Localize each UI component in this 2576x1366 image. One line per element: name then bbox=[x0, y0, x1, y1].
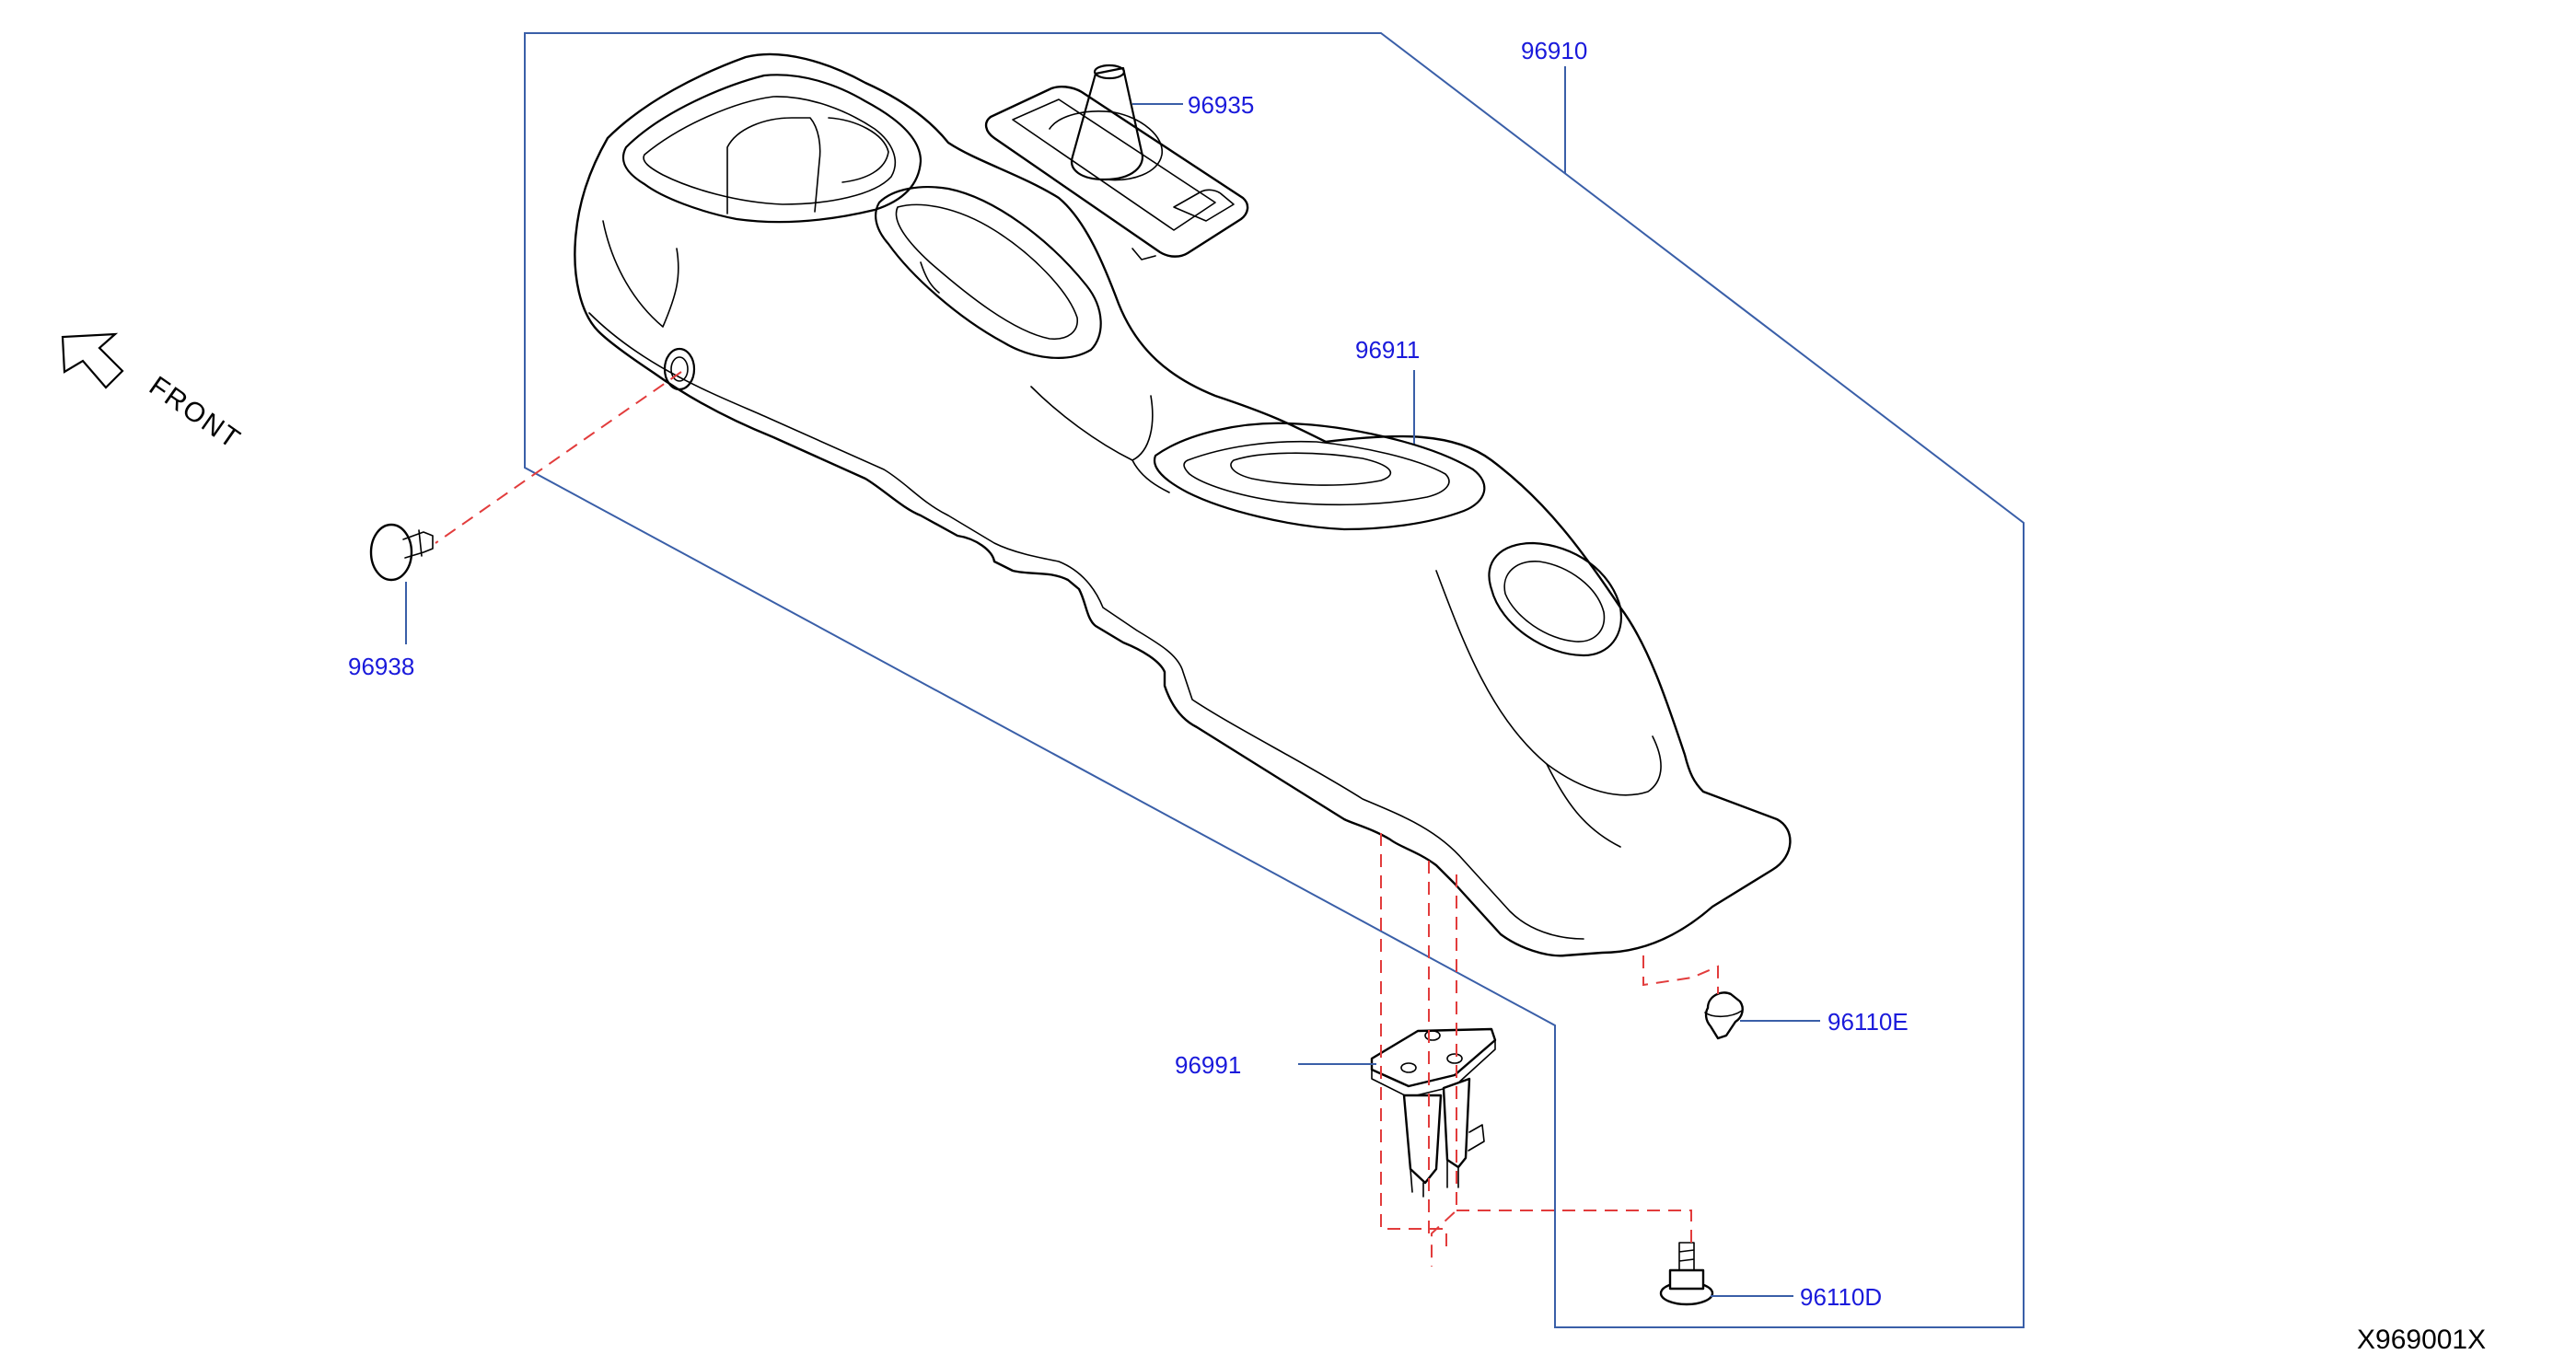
bracket-top-plate bbox=[1370, 1027, 1497, 1088]
callout-96935: 96935 bbox=[1188, 91, 1254, 119]
front-lower-contour bbox=[1546, 763, 1621, 848]
bolt-d-head bbox=[1668, 1268, 1705, 1291]
rear-cupholder-rim bbox=[621, 74, 922, 224]
callout-96110D: 96110D bbox=[1800, 1283, 1882, 1311]
shift-boot-plate bbox=[984, 85, 1249, 258]
shift-boot-ring bbox=[1049, 110, 1163, 181]
callout-96910: 96910 bbox=[1521, 37, 1587, 64]
dashed-assembly-lines bbox=[435, 371, 1719, 1267]
bracket-part bbox=[1370, 1027, 1497, 1198]
side-contour-2 bbox=[1131, 459, 1170, 493]
center-tray-rim bbox=[875, 186, 1102, 359]
clip-e-flange bbox=[1704, 1010, 1743, 1018]
callout-96911: 96911 bbox=[1355, 336, 1420, 364]
front-label: FRONT bbox=[144, 371, 247, 456]
bracket-side-flange bbox=[1468, 1124, 1485, 1152]
bracket-hole-3 bbox=[1424, 1030, 1441, 1041]
bracket-top-plate-edge bbox=[1371, 1039, 1496, 1098]
dashed-line-bracket-left bbox=[1380, 833, 1447, 1252]
clip-e-part bbox=[1704, 991, 1744, 1040]
bracket-hole-2 bbox=[1446, 1053, 1463, 1064]
bracket-hole-1 bbox=[1400, 1062, 1417, 1073]
dashed-line-clip bbox=[435, 371, 682, 544]
shift-boot-part bbox=[984, 64, 1249, 260]
console-body-inner-edge bbox=[588, 312, 1584, 940]
bolt-d-part bbox=[1659, 1242, 1714, 1306]
mounting-hole-inner bbox=[670, 356, 689, 382]
diagram-code: X969001X bbox=[2357, 1325, 2486, 1355]
front-cupholder-inner bbox=[1503, 561, 1606, 642]
clip-shank-ring bbox=[418, 529, 423, 557]
bolt-d-shank bbox=[1678, 1242, 1695, 1271]
mounting-hole bbox=[663, 347, 696, 391]
console-body-part bbox=[574, 52, 1792, 957]
assembly-group-outline bbox=[524, 32, 2025, 1328]
clip-shank bbox=[402, 531, 434, 559]
front-side-contour bbox=[1435, 570, 1662, 796]
rear-cupholder-inner bbox=[643, 96, 897, 205]
front-bin-rim bbox=[1153, 422, 1486, 531]
bracket-feet bbox=[1410, 1159, 1459, 1198]
front-cupholder-rim bbox=[1488, 541, 1622, 657]
bracket-legs bbox=[1402, 1094, 1443, 1185]
front-indicator: FRONT bbox=[61, 332, 247, 456]
callout-96991: 96991 bbox=[1175, 1051, 1241, 1079]
leader-lines bbox=[405, 66, 1820, 1297]
front-bin-inner bbox=[1183, 440, 1450, 506]
arrow-up-left-icon bbox=[61, 332, 124, 389]
dashed-line-bracket-right bbox=[1431, 874, 1457, 1267]
shift-boot-switch bbox=[1173, 189, 1235, 222]
rear-cupholder-pocket bbox=[828, 117, 889, 183]
rear-tower-side bbox=[602, 220, 679, 328]
clip-part bbox=[369, 523, 434, 582]
shift-boot-tab bbox=[1131, 248, 1156, 260]
callout-96110E: 96110E bbox=[1828, 1008, 1909, 1036]
center-tray-inner bbox=[895, 203, 1078, 341]
callout-96938: 96938 bbox=[348, 653, 414, 680]
front-bin-recess bbox=[1230, 452, 1392, 486]
clip-head bbox=[369, 523, 413, 582]
shift-boot-knob-top bbox=[1093, 64, 1126, 80]
dashed-line-clip-e bbox=[1642, 955, 1719, 994]
rear-cupholder-divider bbox=[726, 117, 821, 214]
console-body-outline bbox=[574, 52, 1792, 957]
bracket-leg-right bbox=[1442, 1077, 1471, 1169]
dashed-line-bolt bbox=[1456, 1210, 1692, 1244]
shift-boot-plate-inner bbox=[1012, 98, 1216, 231]
center-tray-wall bbox=[920, 261, 940, 294]
